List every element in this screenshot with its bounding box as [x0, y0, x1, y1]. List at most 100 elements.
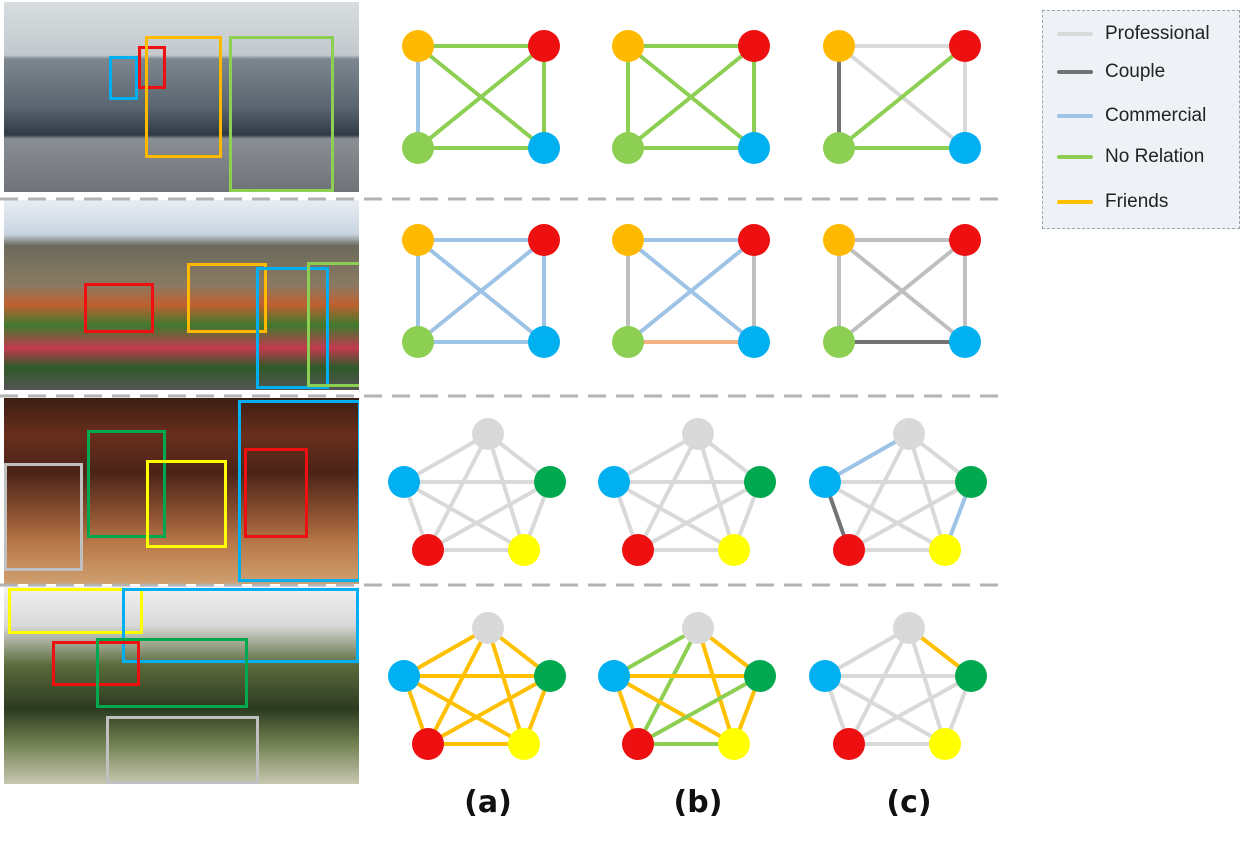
graph-row2-a	[402, 224, 560, 358]
bbox-blue	[122, 588, 359, 663]
legend-item-commercial: Commercial	[1043, 104, 1239, 128]
edge-r-bl	[636, 480, 762, 552]
node-r	[744, 466, 776, 498]
legend-swatch-commercial	[1057, 114, 1093, 118]
node-bl	[833, 728, 865, 760]
node-br	[949, 132, 981, 164]
edge-l-br	[402, 674, 526, 746]
edge-l-br	[823, 480, 947, 552]
graph-row2-c	[823, 224, 981, 358]
graph-row4-c	[809, 612, 987, 760]
edge-l-br	[402, 480, 526, 552]
edge-top-br	[907, 432, 947, 552]
photo-library	[4, 398, 359, 584]
node-tl	[612, 224, 644, 256]
photo-kitchen	[4, 2, 359, 192]
node-br	[528, 326, 560, 358]
node-r	[534, 660, 566, 692]
node-tr	[949, 30, 981, 62]
node-l	[809, 466, 841, 498]
row-separators	[0, 197, 1000, 587]
legend-swatch-professional	[1057, 32, 1093, 36]
edge-top-bl	[426, 432, 490, 552]
node-tr	[528, 224, 560, 256]
legend-swatch-friends	[1057, 200, 1093, 204]
node-l	[388, 660, 420, 692]
node-top	[893, 612, 925, 644]
edge-tr-bl	[626, 44, 756, 150]
node-br	[929, 728, 961, 760]
bbox-blue	[109, 56, 138, 100]
library-scene	[4, 398, 359, 584]
graph-row4-b	[598, 612, 776, 760]
edge-r-bl	[847, 674, 973, 746]
edge-tr-bl	[837, 238, 967, 344]
graph-row4-a	[388, 612, 566, 760]
edge-l-br	[612, 480, 736, 552]
edge-l-br	[612, 674, 736, 746]
bbox-green	[229, 36, 334, 192]
edge-top-bl	[636, 432, 700, 552]
node-r	[744, 660, 776, 692]
legend-label-couple: Couple	[1105, 61, 1166, 82]
bbox-red	[244, 448, 308, 538]
node-bl	[622, 534, 654, 566]
legend-label-friends: Friends	[1105, 191, 1169, 212]
bbox-yellow	[146, 460, 227, 548]
node-tr	[738, 30, 770, 62]
legend-swatch-no-relation	[1057, 155, 1093, 159]
edge-r-bl	[847, 480, 973, 552]
edge-tr-bl	[626, 238, 756, 344]
bbox-darkgreen	[87, 430, 166, 538]
node-tr	[949, 224, 981, 256]
node-tl	[823, 30, 855, 62]
node-br	[949, 326, 981, 358]
node-br	[738, 132, 770, 164]
legend-item-no-relation: No Relation	[1043, 145, 1239, 169]
node-br	[508, 534, 540, 566]
column-label-a: (a)	[464, 785, 512, 820]
column-label-b: (b)	[674, 785, 723, 820]
edge-top-br	[486, 626, 526, 746]
node-tl	[402, 224, 434, 256]
node-br	[929, 534, 961, 566]
node-bl	[823, 132, 855, 164]
node-tl	[612, 30, 644, 62]
edge-tr-bl	[416, 238, 546, 344]
node-bl	[412, 728, 444, 760]
node-l	[809, 660, 841, 692]
legend-label-professional: Professional	[1105, 23, 1210, 44]
graph-row3-b	[598, 418, 776, 566]
bbox-orange	[187, 263, 267, 333]
node-top	[682, 612, 714, 644]
node-bl	[612, 132, 644, 164]
node-l	[598, 466, 630, 498]
edge-top-l	[612, 626, 700, 678]
bbox-green	[307, 262, 359, 387]
edge-top-bl	[847, 432, 911, 552]
node-bl	[412, 534, 444, 566]
node-l	[598, 660, 630, 692]
node-br	[718, 534, 750, 566]
legend-label-commercial: Commercial	[1105, 105, 1207, 126]
node-tr	[528, 30, 560, 62]
graph-row3-c	[809, 418, 987, 566]
node-bl	[402, 326, 434, 358]
edge-top-l	[823, 432, 911, 484]
edge-top-l	[612, 432, 700, 484]
kitchen-scene	[4, 2, 359, 192]
node-r	[955, 466, 987, 498]
legend-item-friends: Friends	[1043, 190, 1239, 214]
node-bl	[823, 326, 855, 358]
graph-row1-c	[823, 30, 981, 164]
bbox-red	[138, 46, 166, 89]
edge-top-bl	[847, 626, 911, 746]
edge-r-bl	[426, 480, 552, 552]
node-bl	[833, 534, 865, 566]
legend-item-professional: Professional	[1043, 22, 1239, 46]
node-tl	[402, 30, 434, 62]
bbox-blue	[256, 267, 329, 389]
edge-top-l	[823, 626, 911, 678]
edge-top-br	[696, 626, 736, 746]
node-tr	[738, 224, 770, 256]
